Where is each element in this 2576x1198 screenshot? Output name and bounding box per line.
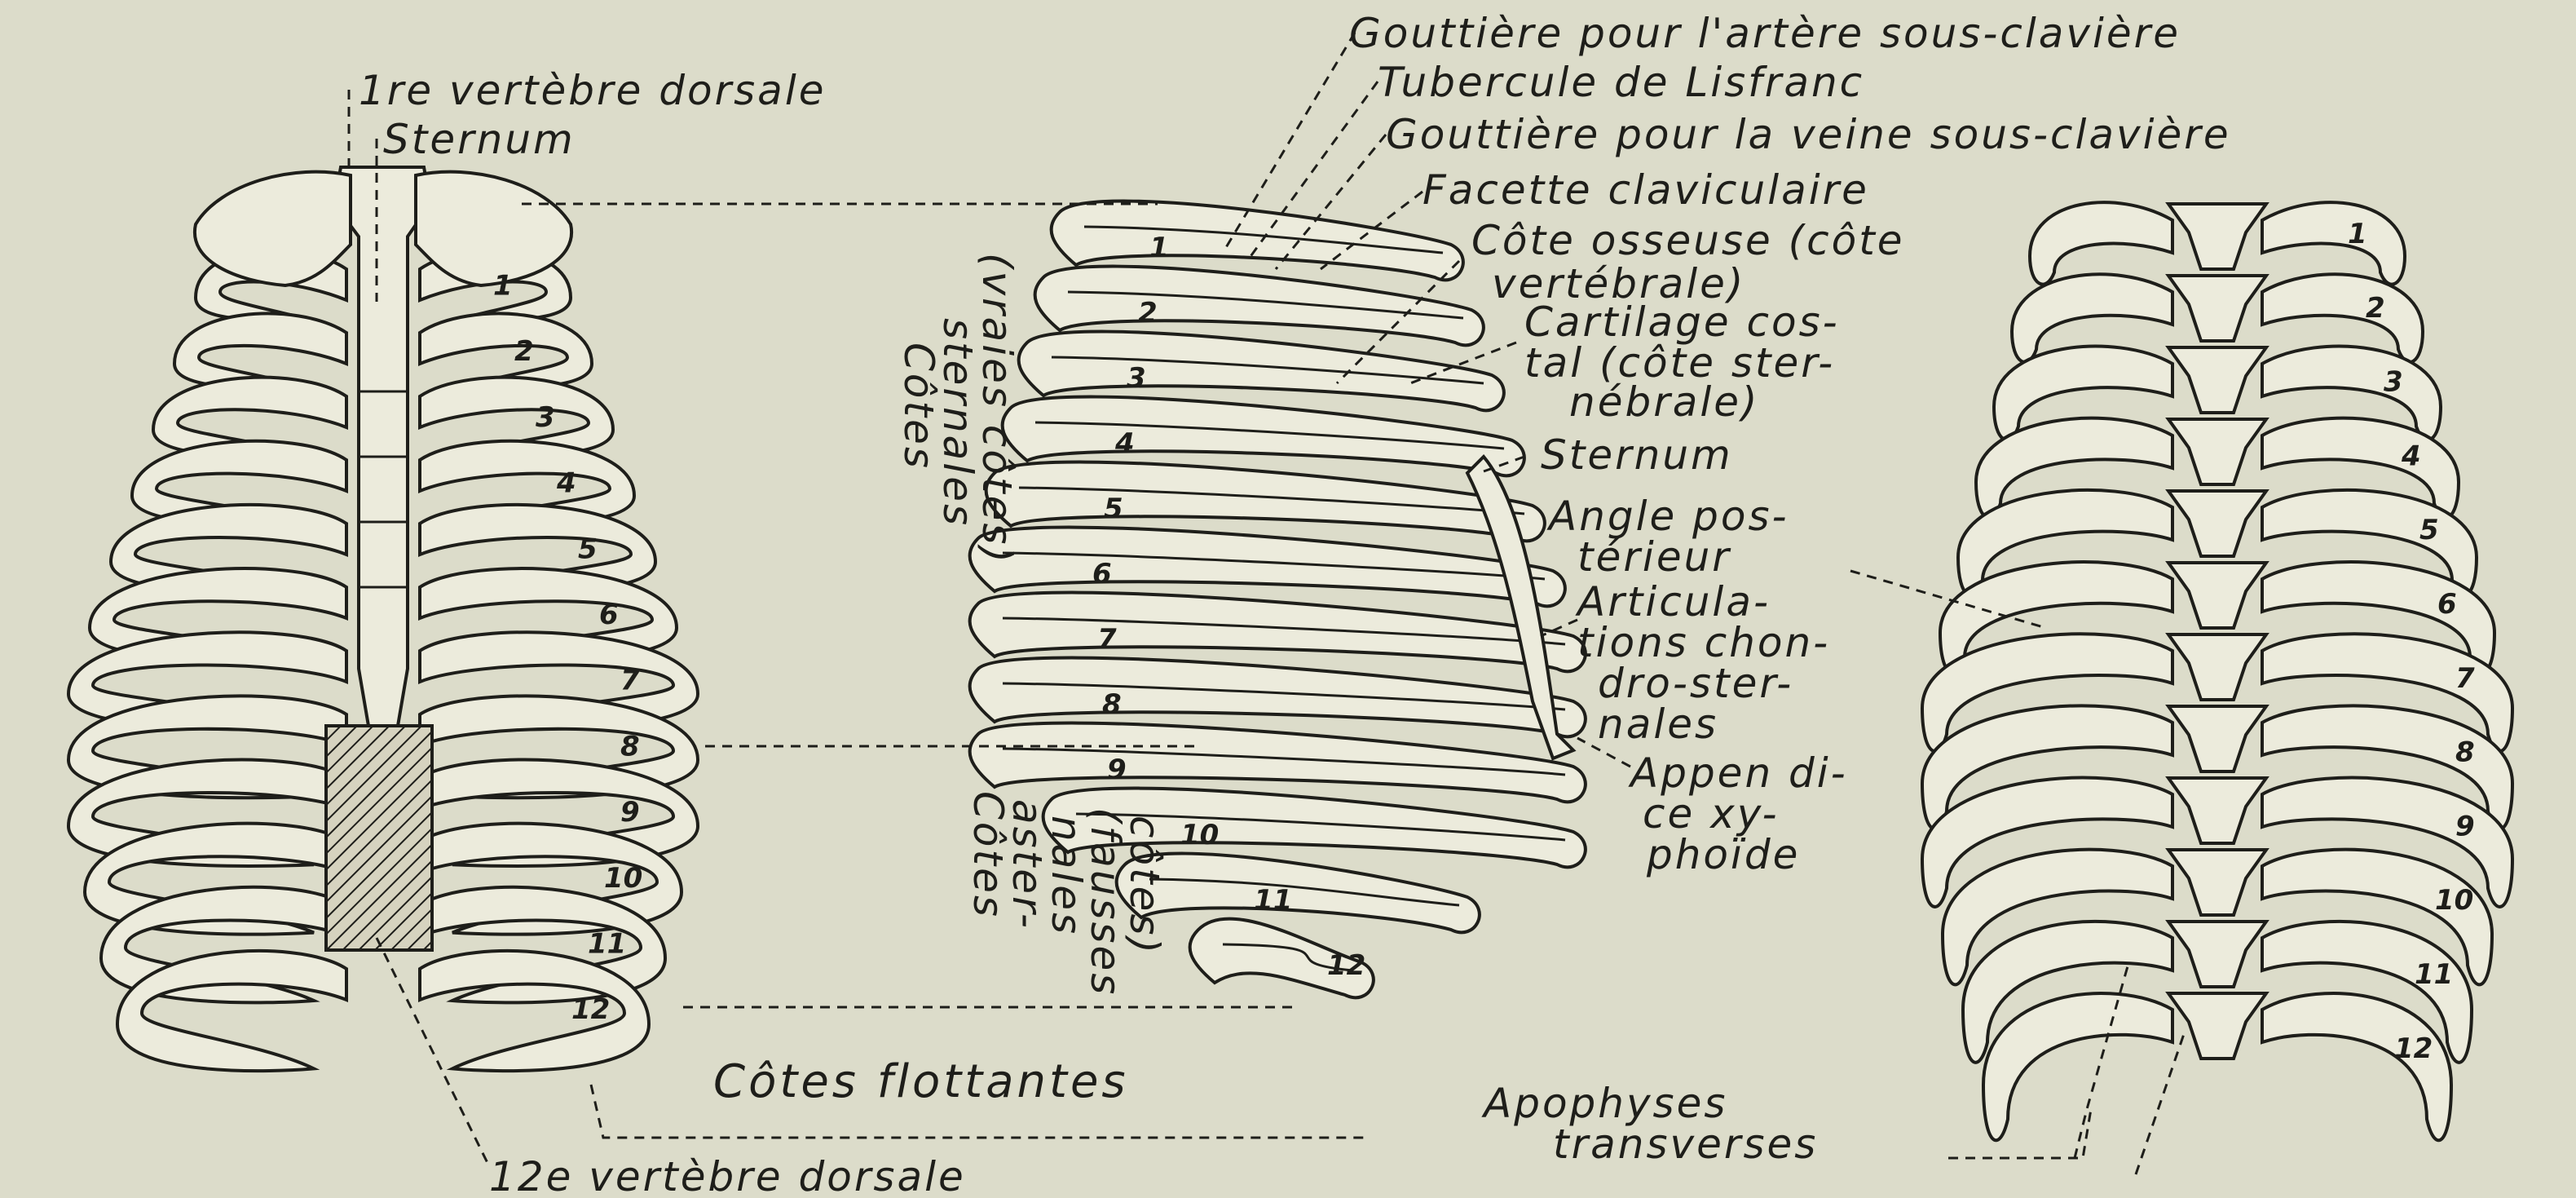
side-rib-number: 7 — [1097, 623, 1117, 656]
front-rib-number: 12 — [571, 993, 610, 1026]
side-rib-number: 12 — [1327, 949, 1365, 982]
back-rib-number: 10 — [2435, 884, 2473, 917]
front-rib-number: 7 — [620, 665, 640, 697]
label-front-sternum: Sternum — [383, 116, 576, 163]
side-rib-number: 11 — [1254, 884, 1292, 917]
back-rib-number: 6 — [2437, 588, 2457, 621]
front-rib-number: 4 — [556, 467, 576, 500]
label-clavicular-facet: Facette claviculaire — [1423, 166, 1869, 214]
back-rib-number: 3 — [2384, 366, 2403, 399]
front-thoracic-vertebrae — [326, 726, 432, 950]
front-rib-number: 8 — [620, 730, 640, 763]
back-rib-number: 2 — [2366, 292, 2385, 325]
label-first-vertebra: 1re vertèbre dorsale — [359, 67, 826, 114]
front-rib-number: 10 — [604, 862, 642, 895]
front-rib-number: 9 — [620, 796, 640, 829]
side-rib-number: 6 — [1092, 558, 1112, 590]
side-rib-number: 1 — [1149, 232, 1169, 264]
back-rib-number: 12 — [2394, 1032, 2433, 1065]
side-rib-number: 10 — [1180, 819, 1219, 851]
front-rib-number: 6 — [599, 599, 619, 631]
front-rib-number: 2 — [514, 335, 534, 368]
back-rib-number: 9 — [2455, 810, 2475, 842]
front-rib-number: 11 — [588, 928, 626, 961]
side-rib-number: 9 — [1107, 754, 1127, 786]
back-rib-number: 4 — [2401, 440, 2421, 472]
back-rib-number: 5 — [2419, 514, 2439, 546]
side-rib-number: 5 — [1104, 493, 1123, 525]
back-rib-number: 1 — [2348, 218, 2367, 250]
label-artery-groove: Gouttière pour l'artère sous-clavière — [1349, 10, 2181, 57]
front-rib-number: 1 — [493, 270, 513, 303]
back-rib-number: 7 — [2455, 662, 2475, 695]
label-twelfth-vertebra: 12e vertèbre dorsale — [489, 1153, 966, 1198]
back-rib-number: 11 — [2415, 958, 2453, 991]
label-floating-ribs: Côtes flottantes — [713, 1055, 1129, 1108]
front-rib-number: 5 — [578, 533, 598, 565]
front-rib-number: 3 — [536, 401, 555, 434]
label-lisfranc-tubercle: Tubercule de Lisfranc — [1378, 59, 1864, 106]
side-rib-number: 3 — [1127, 362, 1146, 395]
side-rib-number: 2 — [1138, 297, 1158, 329]
back-rib-number: 8 — [2455, 736, 2475, 769]
side-rib-number: 8 — [1102, 688, 1122, 721]
label-vein-groove: Gouttière pour la veine sous-clavière — [1386, 111, 2231, 158]
side-rib-number: 4 — [1114, 427, 1135, 460]
label-side-sternum: Sternum — [1541, 431, 1733, 479]
